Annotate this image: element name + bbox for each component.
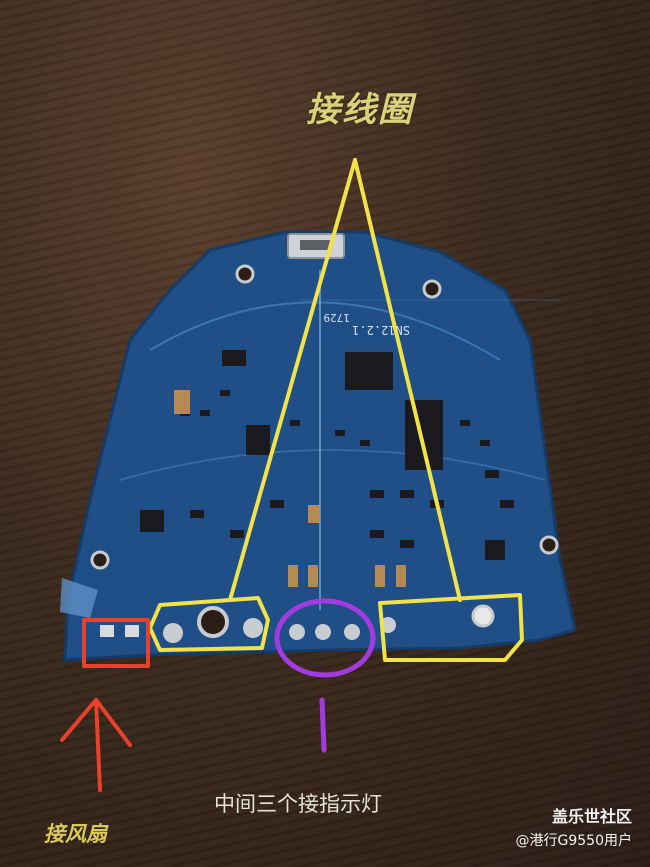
ic-chip [345, 352, 393, 390]
ic-chip [246, 425, 270, 455]
watermark-user: @港行G9550用户 [515, 833, 632, 849]
fan-marker [60, 618, 150, 792]
mounting-hole [90, 550, 110, 570]
mounting-hole [422, 279, 442, 299]
watermark-site: 盖乐世社区 [551, 807, 632, 826]
mounting-hole [235, 264, 255, 284]
silkscreen-date: 1729 [324, 311, 351, 324]
ic-chip [405, 400, 443, 470]
silkscreen-model: SN12.2.1 [352, 323, 410, 337]
mounting-hole [197, 606, 229, 638]
coil-annotation: 接线圈 [306, 90, 414, 130]
ic-chip [485, 540, 505, 560]
indicator-marker [274, 598, 376, 753]
ic-chip [222, 350, 246, 366]
ic-chip [140, 510, 164, 532]
fan-annotation: 接风扇 [44, 822, 107, 846]
indicator-annotation: 中间三个接指示灯 [214, 792, 382, 816]
mounting-hole [471, 604, 495, 628]
mounting-hole [539, 535, 559, 555]
